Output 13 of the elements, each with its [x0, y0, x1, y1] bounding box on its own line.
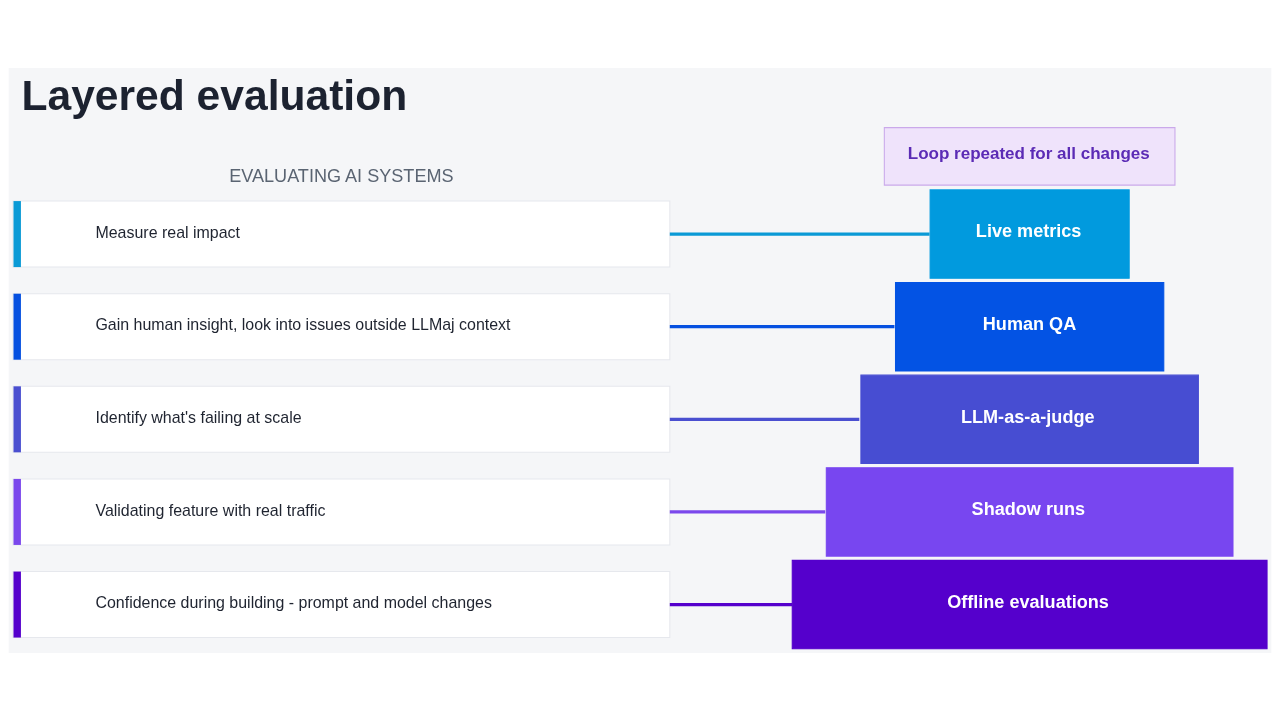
- node-box: Human QA: [895, 281, 1165, 371]
- node-box: Shadow runs: [825, 466, 1234, 557]
- node-box: Loop repeated for all changes: [883, 126, 1176, 186]
- node-box: LLM-as-a-judge: [860, 374, 1199, 464]
- diagram-title: Layered evaluation: [21, 70, 408, 119]
- connector: [669, 417, 860, 421]
- connector: [669, 509, 826, 514]
- connector: [669, 232, 930, 236]
- connector: [669, 324, 895, 328]
- node-box: Offline evaluations: [791, 559, 1268, 649]
- connector: [669, 602, 793, 606]
- node-box: Live metrics: [929, 188, 1130, 279]
- label: EVALUATING AI SYSTEMS: [229, 165, 454, 186]
